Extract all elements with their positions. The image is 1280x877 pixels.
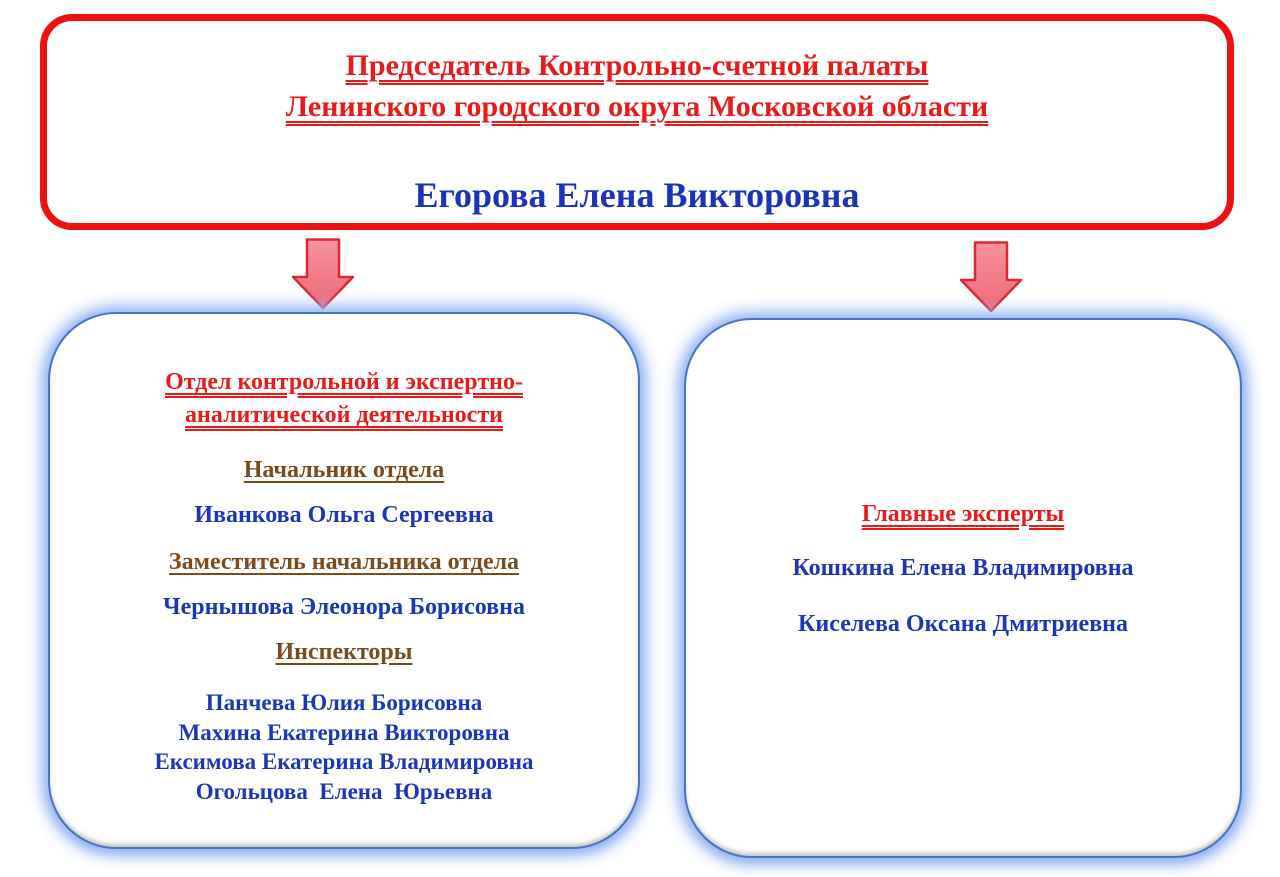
chairman-title-line2: Ленинского городского округа Московской … xyxy=(285,90,989,123)
department-title-line2: аналитической деятельности xyxy=(185,402,503,428)
person-name-expert: Киселева Оксана Дмитриевна xyxy=(798,611,1128,637)
chairman-title-line1: Председатель Контрольно-счетной палаты xyxy=(345,49,929,82)
person-name-inspector: Махина Екатерина Викторовна xyxy=(178,719,510,745)
department-title-line1: Отдел контрольной и экспертно- xyxy=(165,369,523,395)
person-name-chief: Иванкова Ольга Сергеевна xyxy=(194,502,494,528)
experts-title: Главные эксперты xyxy=(686,498,1240,531)
down-arrow-icon-left xyxy=(291,238,355,315)
experts-title-text: Главные эксперты xyxy=(861,501,1065,527)
position-heading-deputy: Заместитель начальника отдела xyxy=(168,549,520,575)
chairman-box: Председатель Контрольно-счетной палаты Л… xyxy=(40,14,1234,230)
position-heading-chief: Начальник отдела xyxy=(243,457,445,483)
person-name-inspector: Панчева Юлия Борисовна xyxy=(205,690,483,715)
control-department-box: Отдел контрольной и экспертно- аналитиче… xyxy=(48,312,640,849)
person-name-inspector: Огольцова Елена Юрьевна xyxy=(195,778,493,804)
inspector-list: Панчева Юлия Борисовна Махина Екатерина … xyxy=(50,688,638,806)
person-name-expert: Кошкина Елена Владимировна xyxy=(792,555,1134,581)
down-arrow-icon xyxy=(959,241,1023,313)
chairman-title: Председатель Контрольно-счетной палаты Л… xyxy=(47,45,1227,127)
person-name-deputy: Чернышова Элеонора Борисовна xyxy=(163,594,525,620)
department-title: Отдел контрольной и экспертно- аналитиче… xyxy=(50,366,638,432)
down-arrow-icon xyxy=(291,238,355,310)
chairman-name: Егорова Елена Викторовна xyxy=(414,175,860,215)
person-name-inspector: Ексимова Екатерина Владимировна xyxy=(154,749,534,774)
position-heading-inspectors: Инспекторы xyxy=(275,639,413,665)
experts-box: Главные эксперты Кошкина Елена Владимиро… xyxy=(684,318,1242,858)
down-arrow-icon-right xyxy=(959,241,1023,318)
